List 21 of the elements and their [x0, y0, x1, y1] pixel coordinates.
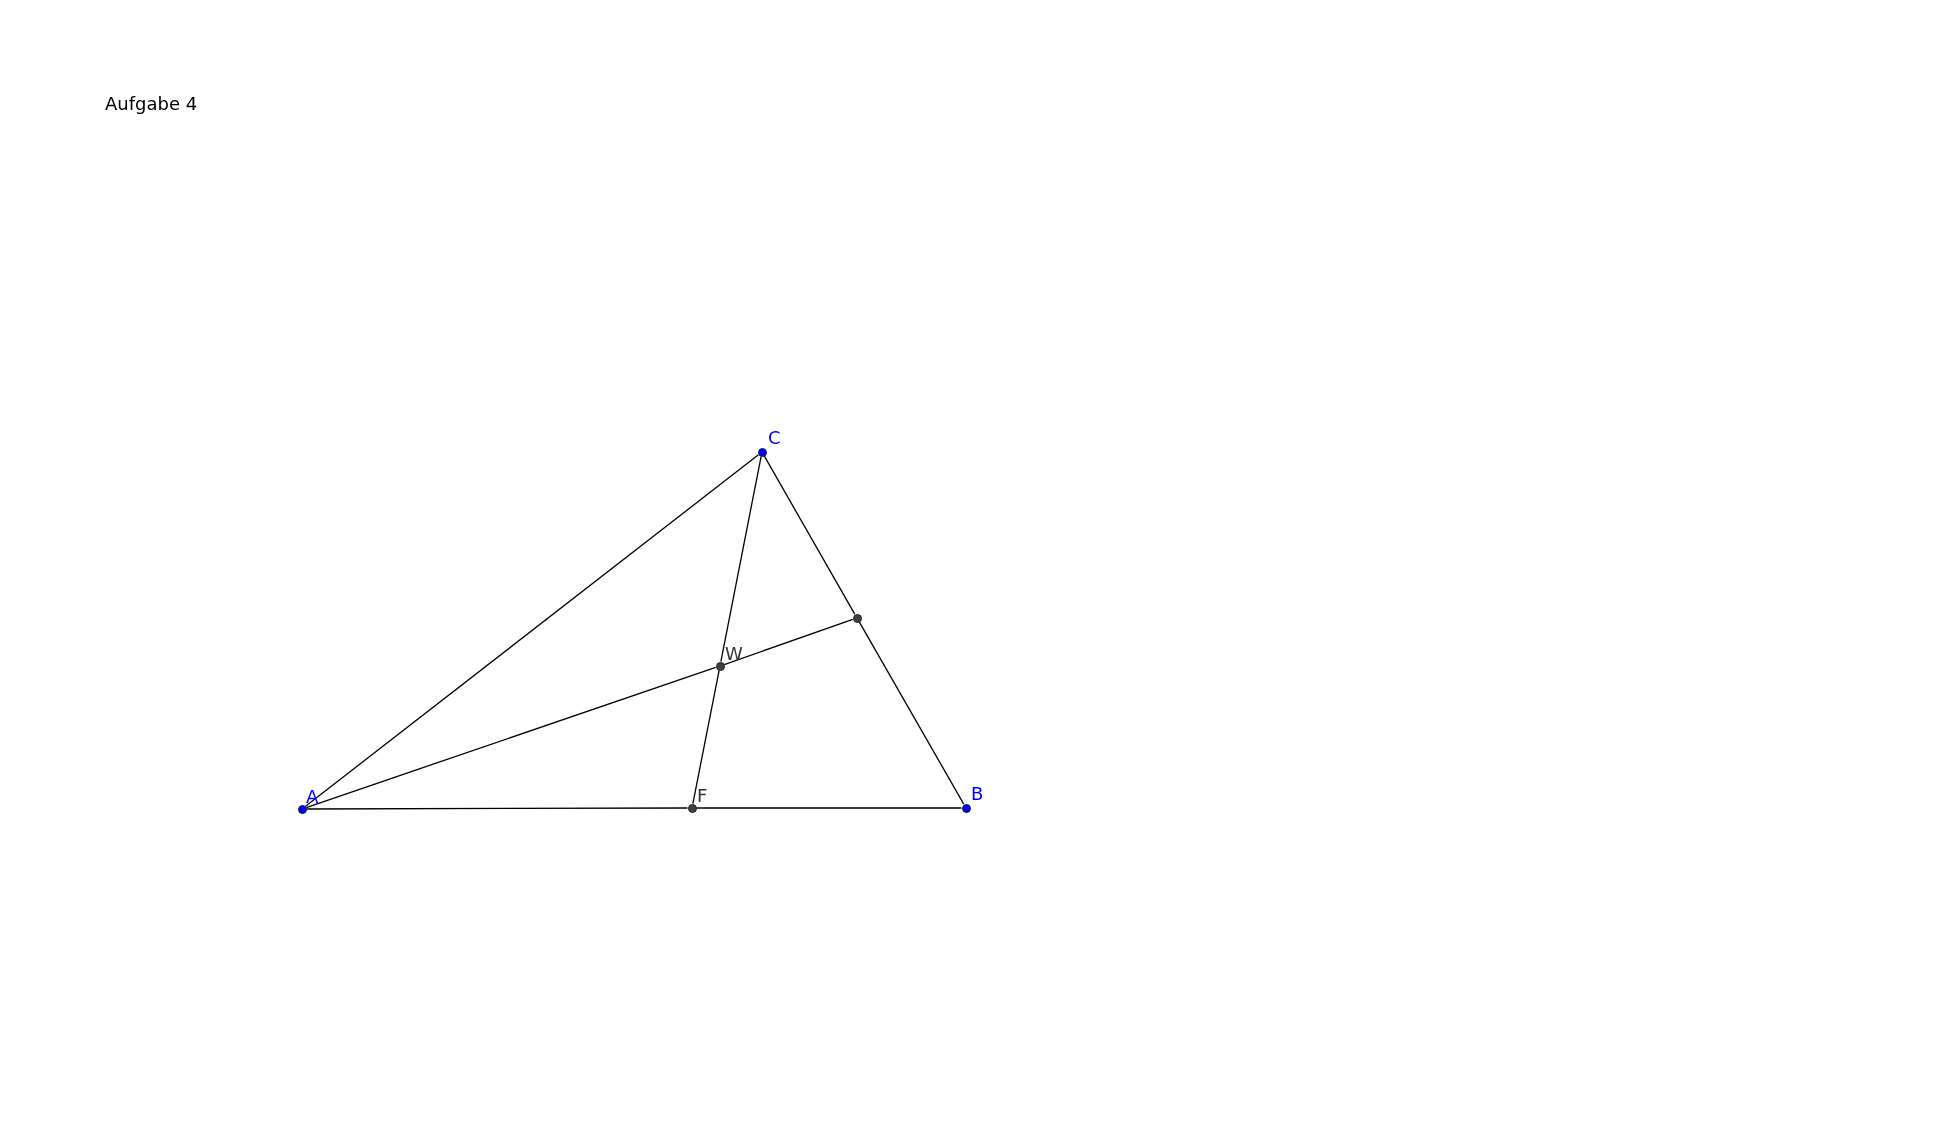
- line-segment: [305, 807, 689, 810]
- line-segment: [763, 455, 856, 615]
- line-segment: [720, 455, 762, 663]
- line-segment: [695, 807, 963, 809]
- point-label: B: [971, 784, 984, 804]
- point-marker: [852, 613, 862, 623]
- point-marker: [715, 661, 725, 671]
- point-marker: [961, 803, 971, 813]
- line-segment: [304, 454, 760, 807]
- point-marker: [297, 804, 307, 814]
- point-label: A: [306, 787, 319, 807]
- point-label: C: [768, 428, 781, 448]
- point-label: F: [697, 786, 708, 806]
- point-marker: [757, 447, 767, 457]
- point-marker: [687, 803, 697, 813]
- line-segment: [692, 669, 720, 805]
- line-segment: [858, 621, 965, 805]
- title: Aufgabe 4: [105, 93, 198, 115]
- point-label: W: [725, 644, 743, 664]
- line-segment: [723, 618, 854, 666]
- line-segment: [305, 666, 717, 809]
